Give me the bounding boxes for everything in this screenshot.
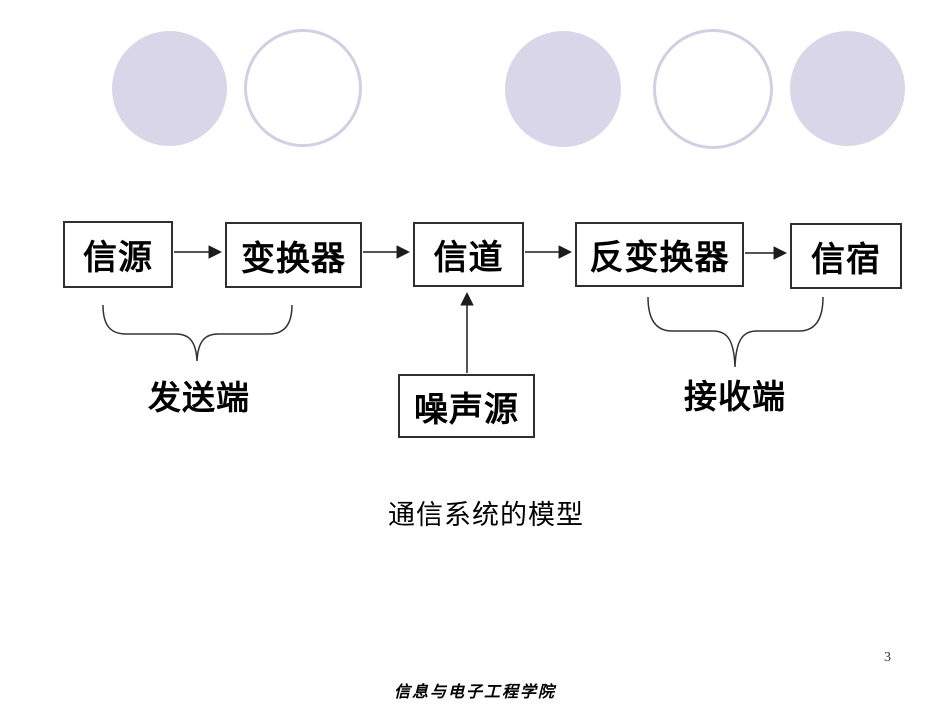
brace-transmitter-side bbox=[102, 304, 293, 362]
box-inverse-converter: 反变换器 bbox=[575, 222, 744, 287]
decor-circle-outlined-1 bbox=[244, 29, 362, 147]
box-noise-source-label: 噪声源 bbox=[414, 390, 519, 429]
diagram-caption: 通信系统的模型 bbox=[388, 500, 584, 530]
decor-circle-outlined-2 bbox=[653, 29, 773, 149]
page-number: 3 bbox=[884, 650, 891, 665]
box-converter-label: 变换器 bbox=[241, 239, 346, 278]
box-noise-source: 噪声源 bbox=[398, 374, 535, 438]
decor-circle-filled-1 bbox=[112, 31, 227, 146]
footer-institution: 信息与电子工程学院 bbox=[393, 684, 556, 701]
decor-circle-filled-3 bbox=[790, 31, 905, 146]
box-channel-label: 信道 bbox=[433, 239, 504, 277]
label-receiver-side: 接收端 bbox=[684, 378, 786, 415]
box-converter: 变换器 bbox=[225, 222, 362, 288]
box-source-label: 信源 bbox=[83, 239, 153, 277]
box-inverse-converter-label: 反变换器 bbox=[589, 239, 730, 277]
label-transmitter-side: 发送端 bbox=[148, 379, 250, 416]
brace-receiver-side bbox=[647, 296, 824, 368]
box-sink: 信宿 bbox=[790, 223, 902, 289]
box-source: 信源 bbox=[63, 221, 173, 288]
decor-circle-filled-2 bbox=[505, 31, 621, 147]
box-channel: 信道 bbox=[413, 222, 524, 287]
box-sink-label: 信宿 bbox=[811, 240, 881, 279]
